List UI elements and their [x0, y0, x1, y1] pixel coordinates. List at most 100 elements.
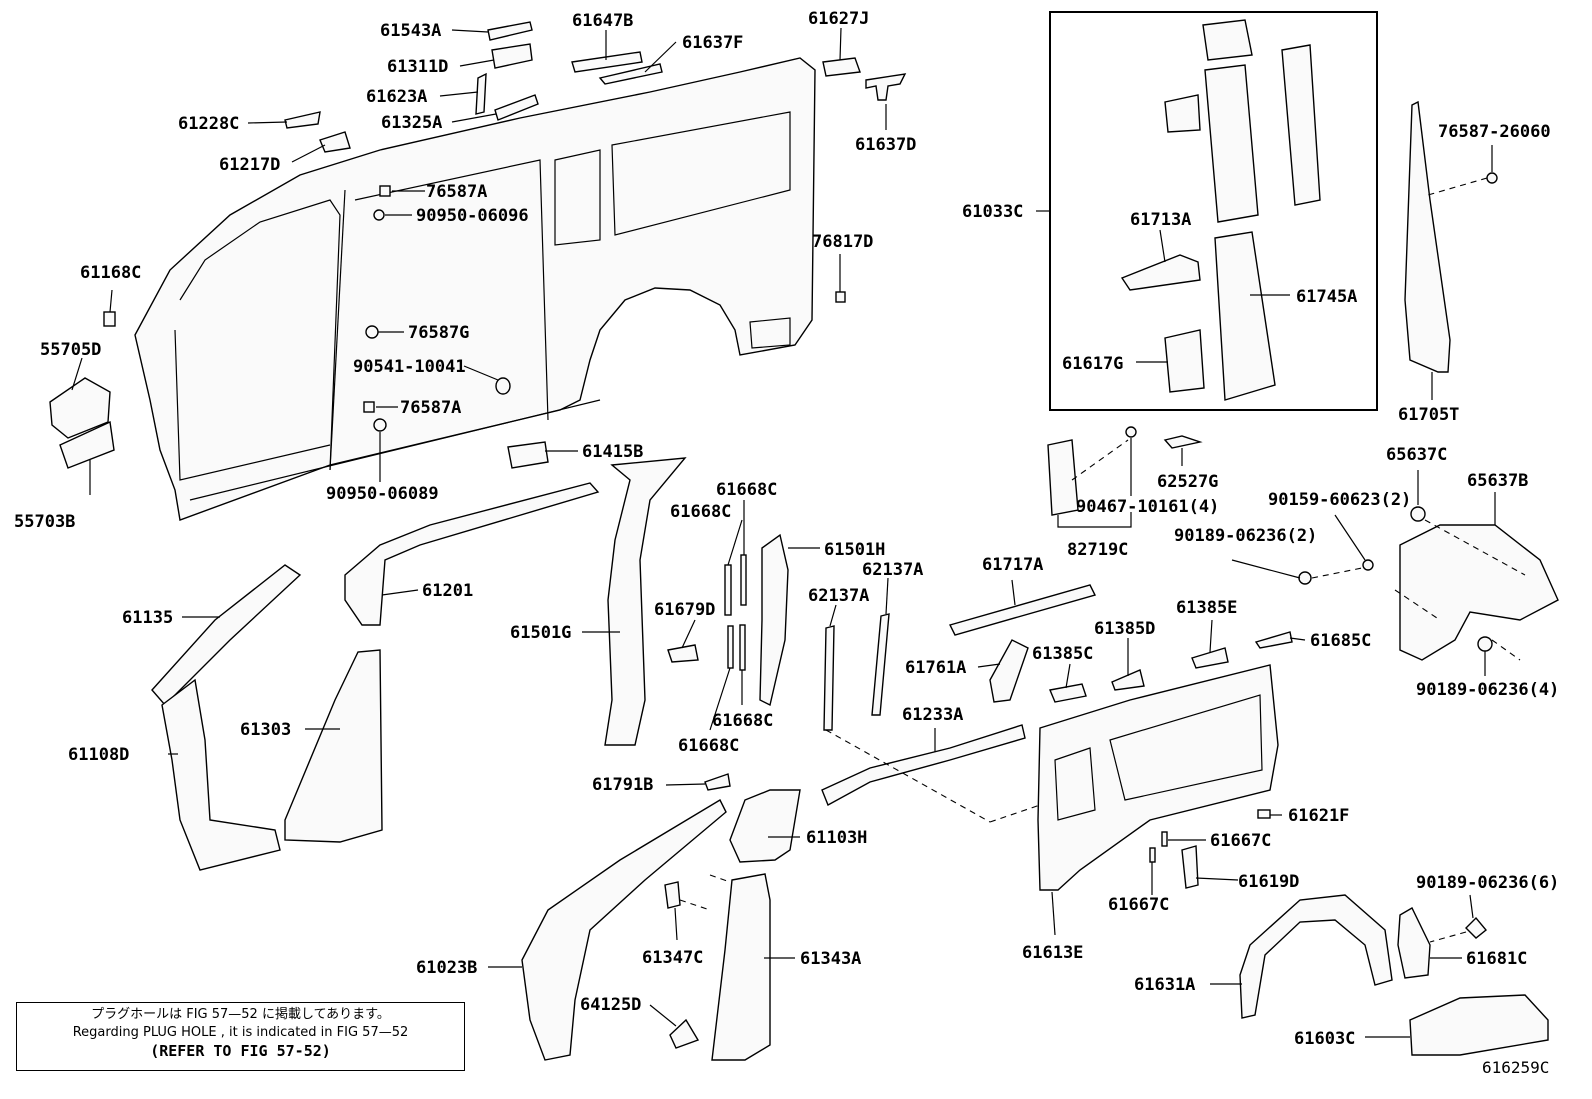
label-90189-06236-6: 90189-06236(6) — [1416, 873, 1559, 893]
label-61623A: 61623A — [366, 87, 427, 107]
part-61325A — [494, 94, 539, 121]
label-61325A: 61325A — [381, 113, 442, 133]
part-62527G — [1163, 435, 1203, 449]
part-61603C — [1409, 994, 1549, 1056]
part-61681C — [1397, 907, 1431, 979]
part-61135 — [151, 564, 302, 707]
part-76817D — [835, 291, 846, 303]
label-61228C: 61228C — [178, 114, 239, 134]
label-61501H: 61501H — [824, 540, 885, 560]
part-61168C — [103, 311, 116, 327]
part-82719C — [1047, 439, 1079, 516]
part-61217D — [319, 131, 351, 153]
part-61385C — [1049, 683, 1087, 703]
part-61791B — [704, 773, 731, 791]
part-61631A — [1239, 894, 1393, 1019]
label-90159-60623: 90159-60623(2) — [1268, 490, 1411, 510]
part-76587A-mid — [363, 401, 375, 413]
label-61543A: 61543A — [380, 21, 441, 41]
label-55703B: 55703B — [14, 512, 75, 532]
label-61103H: 61103H — [806, 828, 867, 848]
part-61717A — [948, 584, 1097, 636]
label-61343A: 61343A — [800, 949, 861, 969]
label-90189-06236-2: 90189-06236(2) — [1174, 526, 1317, 546]
part-61668C-d — [739, 624, 746, 671]
part-61705T — [1404, 100, 1451, 373]
part-61637F — [598, 63, 663, 85]
part-61679D — [667, 644, 699, 663]
label-61679D: 61679D — [654, 600, 715, 620]
label-61667C-a: 61667C — [1210, 831, 1271, 851]
part-90541-10041 — [495, 377, 511, 395]
part-61637D — [865, 73, 907, 101]
part-61201 — [344, 482, 600, 626]
label-61168C: 61168C — [80, 263, 141, 283]
part-61668C-b — [740, 554, 747, 606]
note-japanese-text: プラグホールは FIG 57—52 に掲載してあります。 — [91, 1007, 390, 1022]
label-65637C: 65637C — [1386, 445, 1447, 465]
label-61685C: 61685C — [1310, 631, 1371, 651]
figure-id: 616259C — [1482, 1058, 1550, 1077]
label-61791B: 61791B — [592, 775, 653, 795]
part-62137A-b — [871, 613, 890, 716]
part-61627J — [822, 57, 861, 77]
label-62527G: 62527G — [1157, 472, 1218, 492]
part-55703B — [59, 420, 115, 469]
part-61501G — [604, 457, 687, 746]
label-61668C-b: 61668C — [670, 502, 731, 522]
label-61647B: 61647B — [572, 11, 633, 31]
part-61415B — [507, 441, 549, 469]
leader-lines — [71, 27, 1526, 1038]
part-61668C-a — [724, 564, 732, 616]
label-61311D: 61311D — [387, 57, 448, 77]
part-90189-06236-6 — [1465, 916, 1487, 939]
part-61303 — [284, 649, 383, 843]
label-61619D: 61619D — [1238, 872, 1299, 892]
part-61761A — [989, 639, 1029, 703]
part-61233A — [821, 724, 1026, 806]
label-61501G: 61501G — [510, 623, 571, 643]
label-55705D: 55705D — [40, 340, 101, 360]
note-english-text: Regarding PLUG HOLE , it is indicated in… — [72, 1025, 409, 1040]
label-61717A: 61717A — [982, 555, 1043, 575]
part-61385E — [1191, 647, 1229, 669]
label-61668C-d: 61668C — [678, 736, 739, 756]
label-61385D: 61385D — [1094, 619, 1155, 639]
part-90189-06236-4 — [1477, 636, 1493, 652]
part-76587G — [365, 325, 379, 339]
part-61685C — [1254, 631, 1293, 649]
label-61637F: 61637F — [682, 33, 743, 53]
label-61745A: 61745A — [1296, 287, 1357, 307]
part-64125D — [669, 1018, 700, 1049]
label-61621F: 61621F — [1288, 806, 1349, 826]
part-90950-06089 — [373, 418, 387, 432]
part-61347C — [664, 881, 681, 909]
part-61623A — [475, 72, 487, 115]
part-61621F — [1257, 809, 1271, 819]
label-76587A-mid: 76587A — [400, 398, 461, 418]
kit-group-box — [1049, 11, 1378, 411]
label-61603C: 61603C — [1294, 1029, 1355, 1049]
label-90467-10161: 90467-10161(4) — [1076, 497, 1219, 517]
part-76587-26060 — [1486, 172, 1498, 184]
label-61023B: 61023B — [416, 958, 477, 978]
part-61228C — [284, 111, 321, 129]
part-90189-06236-2 — [1298, 571, 1312, 585]
label-61761A: 61761A — [905, 658, 966, 678]
label-61667C-b: 61667C — [1108, 895, 1169, 915]
label-61201: 61201 — [422, 581, 473, 601]
part-61647B — [571, 51, 643, 73]
label-61217D: 61217D — [219, 155, 280, 175]
label-61385E: 61385E — [1176, 598, 1237, 618]
part-61311D — [491, 43, 533, 69]
kit-parts — [1120, 19, 1321, 401]
body-side-outer-panel — [134, 57, 816, 521]
part-61667C-a — [1161, 831, 1168, 847]
part-61501H — [759, 533, 789, 707]
label-61631A: 61631A — [1134, 975, 1195, 995]
label-62137A-a: 62137A — [862, 560, 923, 580]
label-62137A-b: 62137A — [808, 586, 869, 606]
label-61385C: 61385C — [1032, 644, 1093, 664]
part-65637C — [1410, 506, 1426, 522]
